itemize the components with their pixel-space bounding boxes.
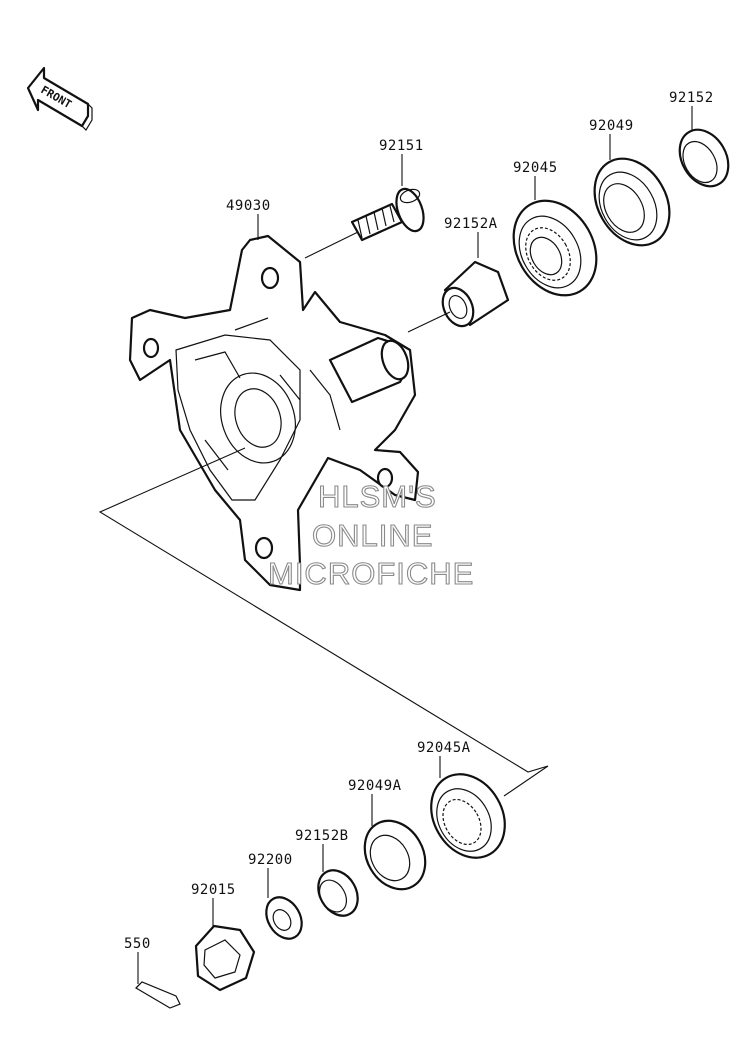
stud-drawing (350, 187, 425, 242)
label-92151: 92151 (379, 138, 424, 154)
watermark: HLSM'S ONLINE MICROFICHE (267, 478, 474, 591)
watermark-line-2: ONLINE (312, 518, 433, 553)
label-92049A: 92049A (348, 778, 402, 794)
washer-drawing (265, 896, 303, 940)
label-92200: 92200 (248, 852, 293, 868)
collar-upper-drawing (441, 260, 510, 328)
bearing-lower-drawing (430, 773, 506, 859)
leader-lines (98, 106, 693, 984)
label-92152B: 92152B (295, 828, 349, 844)
nut-drawing (194, 924, 256, 992)
label-92049: 92049 (589, 118, 634, 134)
collar-lower-drawing (317, 869, 359, 917)
spacer-upper-drawing (678, 128, 730, 188)
label-92152: 92152 (669, 90, 714, 106)
label-550: 550 (124, 936, 151, 952)
watermark-line-1: HLSM'S (318, 479, 437, 514)
label-92045: 92045 (513, 160, 558, 176)
label-49030: 49030 (226, 198, 271, 214)
bearing-upper-drawing (512, 199, 598, 297)
label-92015: 92015 (191, 882, 236, 898)
cotter-pin-drawing (135, 981, 181, 1009)
watermark-line-3: MICROFICHE (268, 556, 474, 591)
seal-upper-drawing (593, 157, 671, 247)
hub-drawing (128, 234, 420, 592)
label-92152A: 92152A (444, 216, 498, 232)
front-arrow-icon: FRONT (26, 66, 93, 131)
label-92045A: 92045A (417, 740, 471, 756)
seal-lower-drawing (363, 819, 427, 891)
